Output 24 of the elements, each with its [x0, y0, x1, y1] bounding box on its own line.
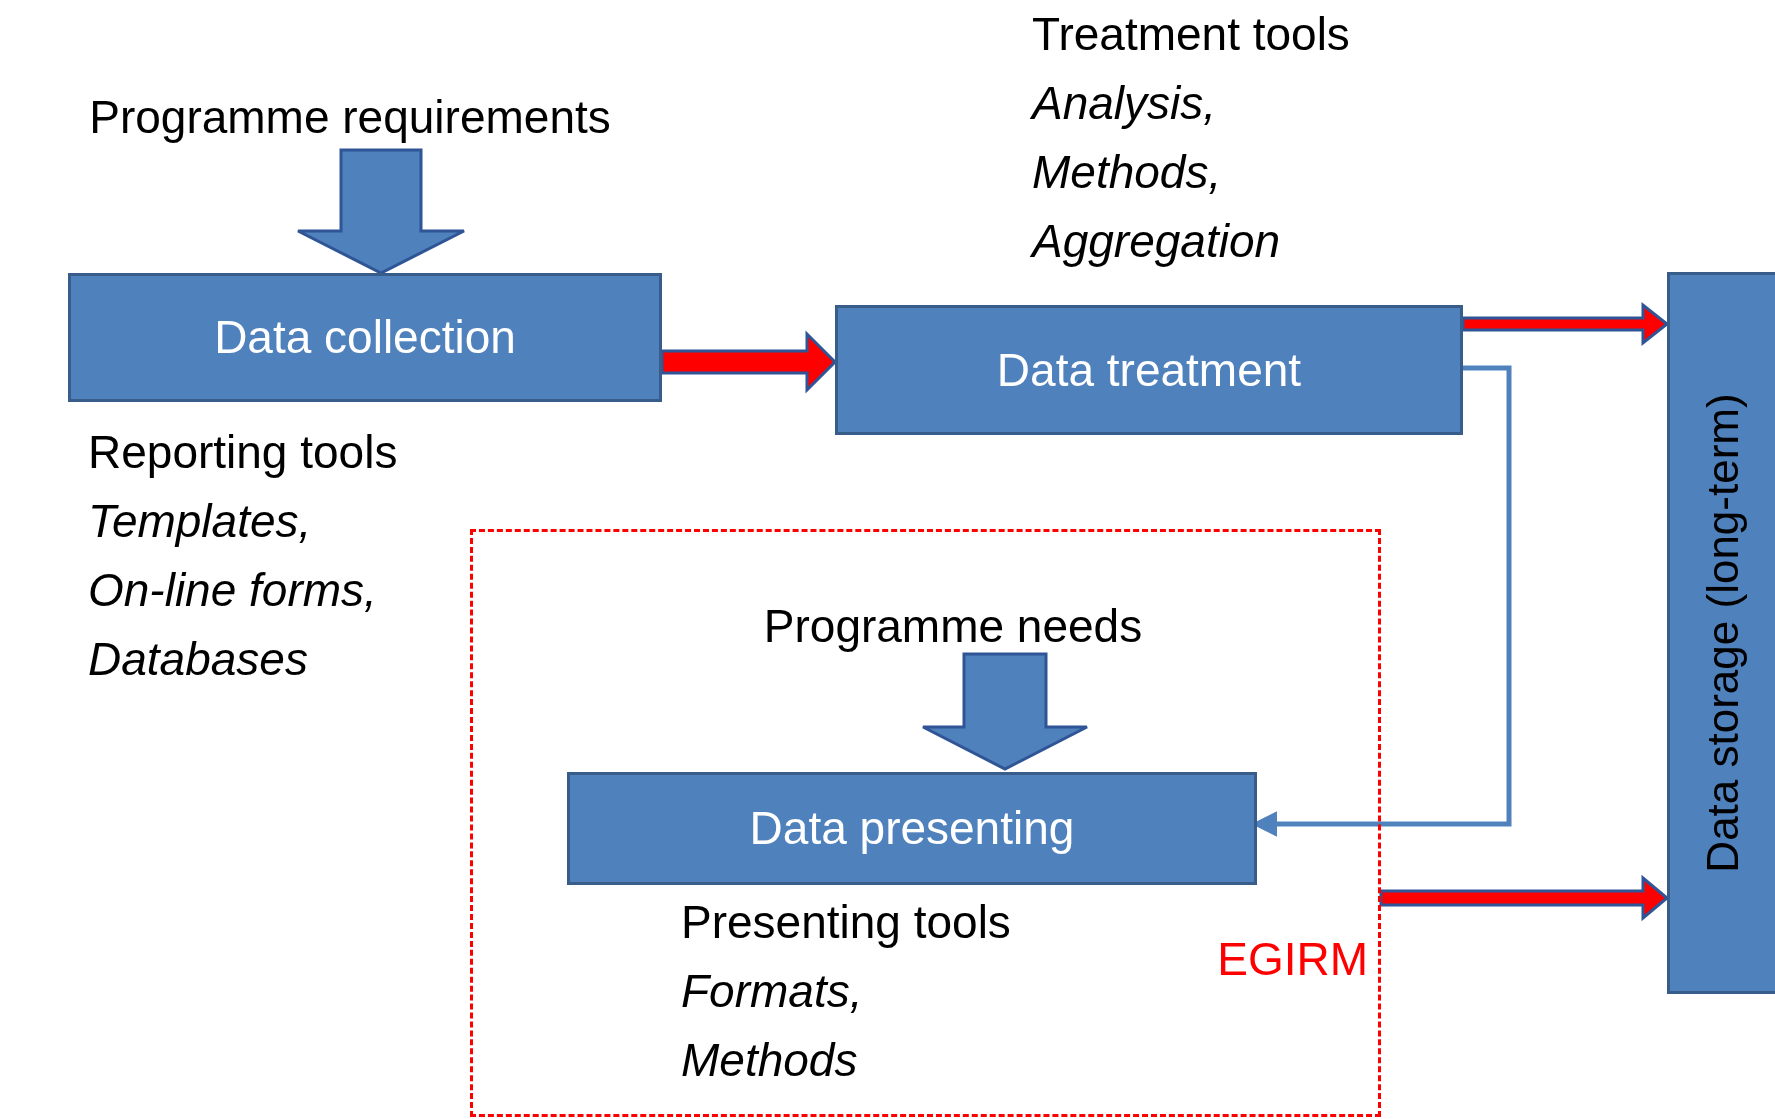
- tool-item: Analysis,: [1032, 76, 1218, 131]
- heading-text: Programme requirements: [89, 89, 611, 145]
- tool-item: On-line forms,: [88, 563, 378, 618]
- tool-item: Aggregation: [1032, 214, 1282, 269]
- tool-heading: Presenting tools: [681, 895, 1011, 950]
- tool-item: Templates,: [88, 494, 313, 549]
- tool-item: Methods: [681, 1033, 859, 1088]
- block-arrow: [921, 652, 1089, 771]
- block-arrow: [1461, 301, 1670, 347]
- tool-heading: Treatment tools: [1032, 7, 1350, 62]
- process-box: Data collection: [68, 273, 662, 402]
- process-box: Data presenting: [567, 772, 1257, 885]
- dashed-group-frame: [470, 529, 1381, 1117]
- block-arrow: [1379, 874, 1670, 922]
- group-label: EGIRM: [1217, 932, 1368, 987]
- storage-box: Data storage (long-term): [1667, 272, 1775, 994]
- tool-item: Formats,: [681, 964, 864, 1019]
- tool-heading: Reporting tools: [88, 425, 398, 480]
- tool-item: Databases: [88, 632, 309, 687]
- process-box: Data treatment: [835, 305, 1463, 435]
- tool-item: Methods,: [1032, 145, 1223, 200]
- block-arrow: [660, 330, 838, 394]
- heading-text: Programme needs: [763, 598, 1143, 654]
- block-arrow: [296, 148, 466, 275]
